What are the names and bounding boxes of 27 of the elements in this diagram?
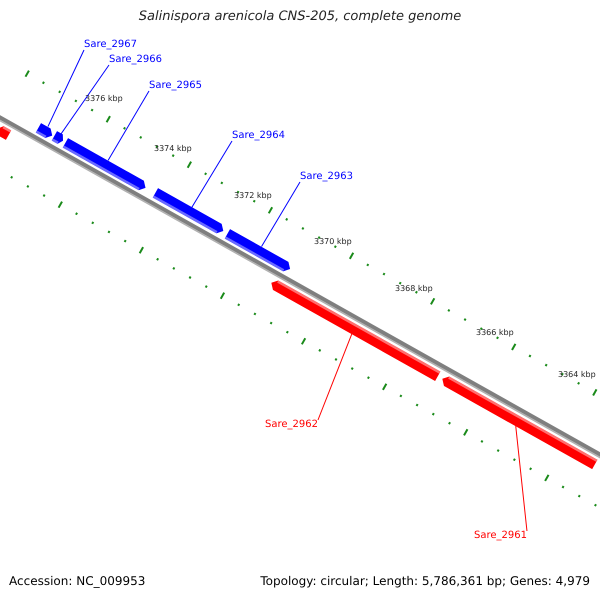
tick-label: 3376 kbp bbox=[85, 94, 123, 103]
genome-info-text: Topology: circular; Length: 5,786,361 bp; Genes: 4,979 bbox=[260, 574, 590, 588]
gene-label: Sare_2962 bbox=[265, 419, 318, 431]
gene-label: Sare_2961 bbox=[474, 530, 527, 542]
leader-line bbox=[108, 90, 150, 161]
tick-label: 3374 kbp bbox=[154, 144, 192, 153]
tick-label: 3372 kbp bbox=[234, 191, 272, 200]
gene-feature bbox=[51, 131, 66, 146]
tick-label: 3364 kbp bbox=[558, 370, 596, 379]
leader-line bbox=[261, 182, 300, 248]
leader-line bbox=[191, 140, 232, 208]
leader-line bbox=[47, 50, 84, 128]
tick-label: 3370 kbp bbox=[314, 237, 352, 246]
gene-feature bbox=[0, 124, 12, 140]
gene-label: Sare_2966 bbox=[109, 54, 162, 66]
title: Salinispora arenicola CNS-205, complete genome bbox=[138, 9, 462, 24]
gene-feature bbox=[268, 278, 440, 381]
gene-label: Sare_2963 bbox=[300, 171, 353, 183]
gene-feature bbox=[62, 138, 148, 192]
accession-text: Accession: NC_009953 bbox=[9, 574, 146, 588]
gene-label: Sare_2967 bbox=[84, 39, 137, 51]
tick-label: 3368 kbp bbox=[395, 284, 433, 293]
leader-line bbox=[60, 64, 110, 134]
tick-label: 3366 kbp bbox=[476, 328, 514, 337]
gene-feature bbox=[224, 228, 293, 274]
gene-label: Sare_2964 bbox=[232, 130, 285, 142]
gene-label: Sare_2965 bbox=[149, 80, 202, 92]
